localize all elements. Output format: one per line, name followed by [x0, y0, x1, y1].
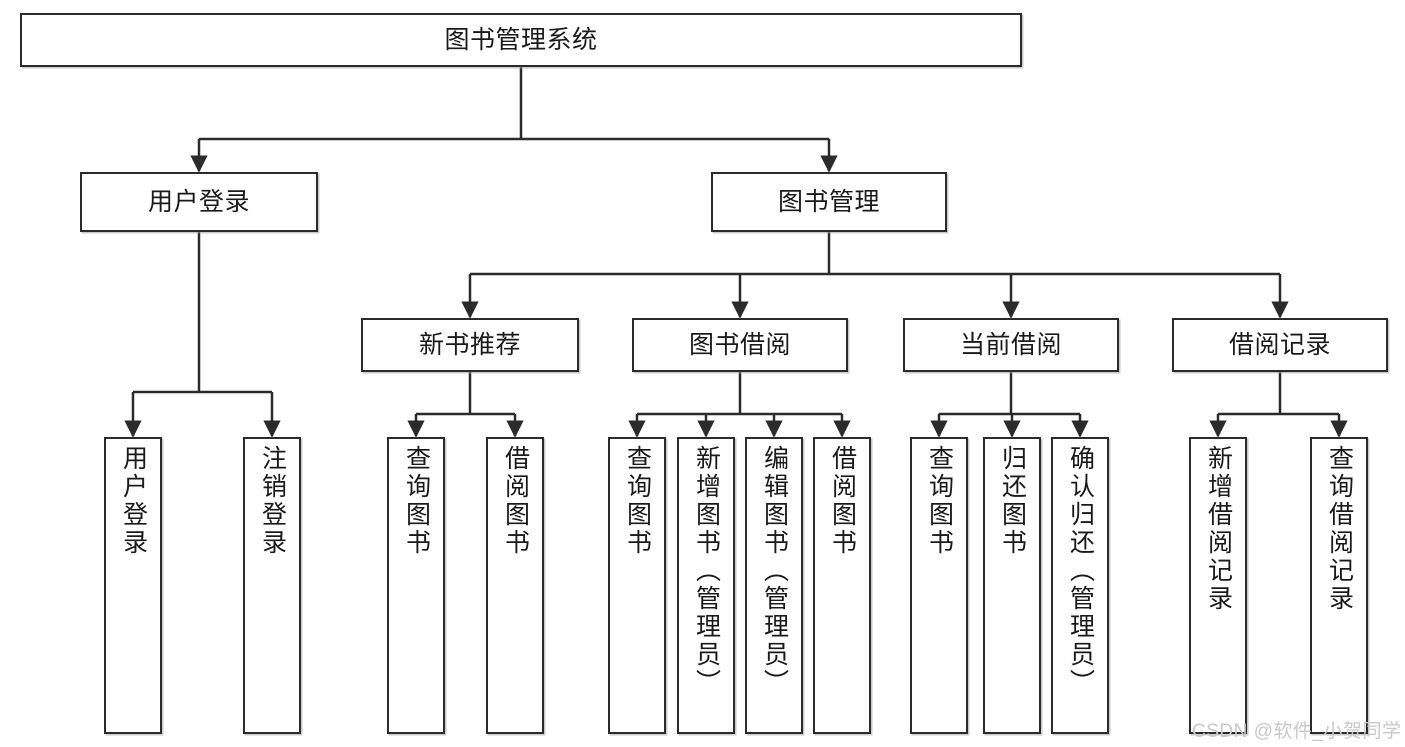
- node-label: 查询图书: [925, 445, 954, 557]
- node-book-borrow[interactable]: 图书借阅: [632, 318, 848, 372]
- node-label: 新书推荐: [418, 330, 521, 359]
- watermark-text: CSDN @软件_小贺同学: [1192, 721, 1402, 742]
- node-leaf-user-logout[interactable]: 注销登录: [243, 437, 301, 734]
- node-leaf-add-record[interactable]: 新增借阅记录: [1189, 437, 1247, 734]
- node-label: 查询图书: [623, 445, 652, 557]
- node-label: 用户登录: [147, 187, 250, 216]
- node-leaf-query-book-1[interactable]: 查询图书: [387, 437, 445, 734]
- node-label: 确认归还（管理员）: [1066, 445, 1095, 697]
- node-label: 新增借阅记录: [1204, 445, 1233, 613]
- node-label: 借阅记录: [1228, 330, 1331, 359]
- node-leaf-confirm-ret[interactable]: 确认归还（管理员）: [1051, 437, 1109, 734]
- node-leaf-user-login[interactable]: 用户登录: [104, 437, 162, 734]
- node-leaf-borrow-book-2[interactable]: 借阅图书: [813, 437, 871, 734]
- node-leaf-query-book-2[interactable]: 查询图书: [608, 437, 666, 734]
- node-label: 查询借阅记录: [1325, 445, 1354, 613]
- node-label: 用户登录: [119, 445, 148, 557]
- node-label: 查询图书: [402, 445, 431, 557]
- node-user-login[interactable]: 用户登录: [80, 172, 318, 232]
- node-leaf-return-book[interactable]: 归还图书: [983, 437, 1041, 734]
- node-leaf-borrow-book-1[interactable]: 借阅图书: [486, 437, 544, 734]
- node-leaf-query-book-3[interactable]: 查询图书: [910, 437, 968, 734]
- node-label: 当前借阅: [959, 330, 1062, 359]
- node-label: 归还图书: [998, 445, 1027, 557]
- node-leaf-edit-book[interactable]: 编辑图书（管理员）: [745, 437, 803, 734]
- node-label: 图书借阅: [688, 330, 791, 359]
- node-label: 借阅图书: [501, 445, 530, 557]
- node-label: 借阅图书: [828, 445, 857, 557]
- node-label: 新增图书（管理员）: [692, 445, 721, 697]
- node-label: 图书管理: [777, 187, 880, 216]
- node-label: 编辑图书（管理员）: [760, 445, 789, 697]
- node-new-book-rec[interactable]: 新书推荐: [361, 318, 579, 372]
- node-borrow-record[interactable]: 借阅记录: [1172, 318, 1388, 372]
- node-leaf-query-record[interactable]: 查询借阅记录: [1310, 437, 1368, 734]
- node-label: 图书管理系统: [444, 25, 598, 54]
- node-root[interactable]: 图书管理系统: [20, 13, 1022, 67]
- node-book-manage[interactable]: 图书管理: [711, 172, 947, 232]
- node-current-borrow[interactable]: 当前借阅: [903, 318, 1119, 372]
- node-label: 注销登录: [258, 445, 287, 557]
- node-leaf-add-book[interactable]: 新增图书（管理员）: [677, 437, 735, 734]
